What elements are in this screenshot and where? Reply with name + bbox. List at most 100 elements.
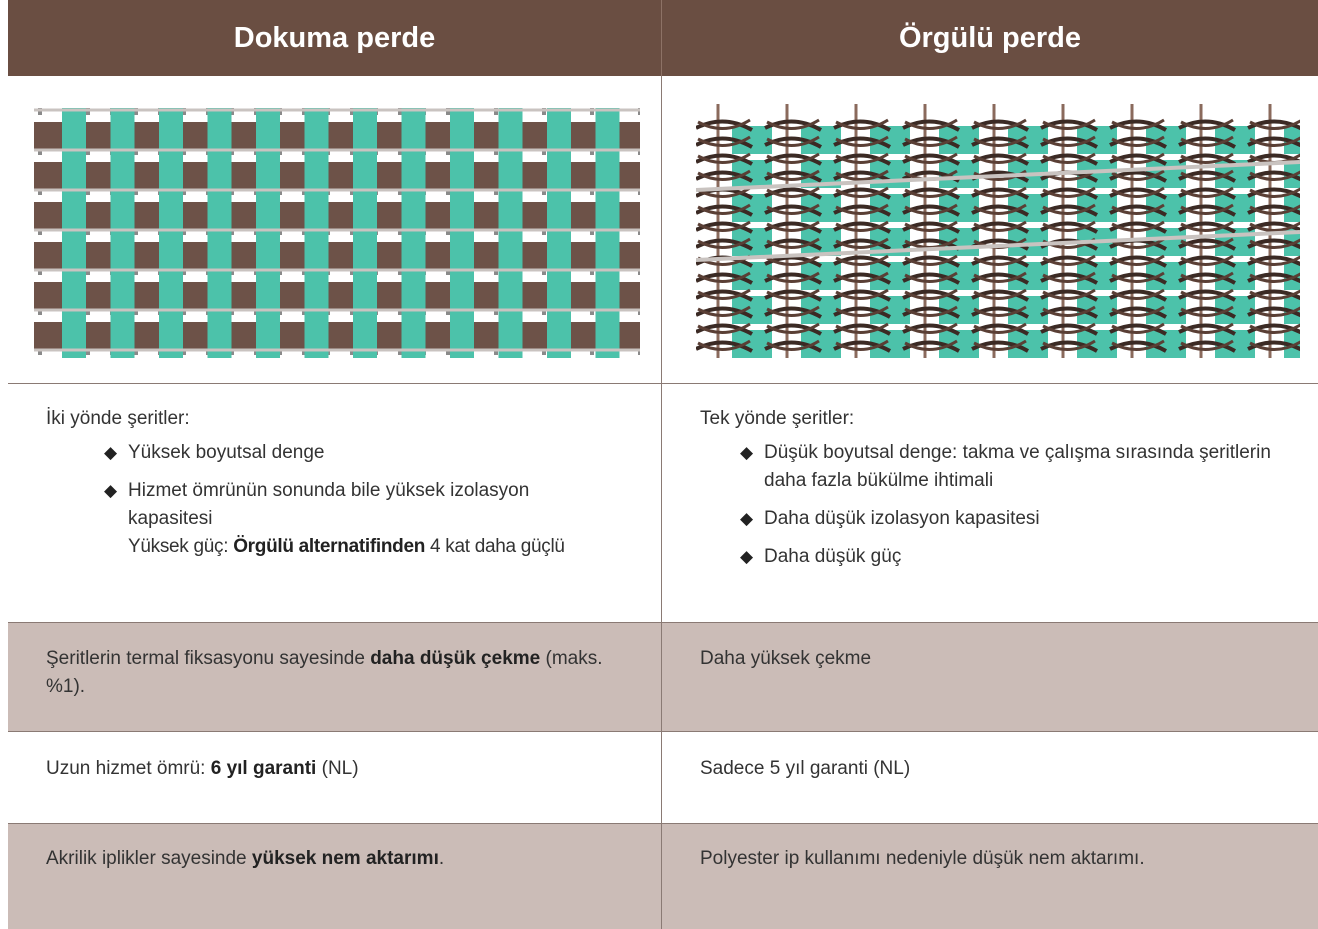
knit-loop [764, 204, 822, 217]
knit-loop [766, 118, 820, 130]
knit-loop [904, 135, 958, 147]
knit-loop [904, 254, 958, 266]
knit-loop [1249, 221, 1300, 232]
header-woven: Dokuma perde [8, 0, 662, 76]
knit-loop [902, 289, 960, 302]
knit-loop [1180, 118, 1234, 130]
woven-horizontal-strip [34, 322, 640, 350]
knit-loop [696, 272, 753, 285]
woven-bullet-text: Yüksek boyutsal denge [128, 442, 325, 463]
knitted-fabric-illustration [696, 100, 1300, 362]
knit-loop [904, 322, 958, 334]
knit-loop [904, 305, 958, 317]
knit-loop [971, 306, 1029, 319]
knit-loop [902, 119, 960, 132]
knit-loop [1040, 306, 1098, 319]
knit-loop [1180, 186, 1234, 198]
knit-loop [833, 272, 891, 285]
woven-vertical-strip [110, 108, 135, 358]
knit-loop [696, 221, 753, 234]
knit-loop [1247, 170, 1300, 182]
knit-loop [1178, 272, 1236, 285]
woven-properties: İki yönde şeritler: ◆Yüksek boyutsal den… [46, 405, 646, 571]
life-suffix: (NL) [316, 758, 359, 779]
knit-loop [833, 340, 891, 353]
knit-loop [1111, 152, 1165, 164]
knit-loop [1109, 119, 1167, 132]
knit-loop [1040, 204, 1098, 217]
moisture-right: Polyester ip kullanımı nedeniyle düşük n… [700, 848, 1145, 869]
knit-loop [833, 255, 891, 268]
knit-loop [766, 220, 820, 232]
knit-loop [764, 323, 822, 336]
knit-loop [904, 118, 958, 130]
knit-loop [766, 322, 820, 334]
knit-loop [833, 153, 891, 166]
knit-loop [697, 305, 751, 317]
knit-loop [1247, 272, 1300, 284]
knit-loop [904, 203, 958, 215]
knit-loop [833, 204, 891, 217]
woven-horizontal-strip [34, 122, 640, 150]
strength-prefix: Yüksek güç: [128, 536, 234, 557]
woven-fabric-svg [34, 108, 640, 358]
diamond-bullet-icon: ◆ [740, 547, 754, 566]
knit-loop [902, 340, 960, 353]
header-knitted-title: Örgülü perde [898, 21, 1082, 54]
knit-loop [766, 339, 820, 351]
knit-loop [904, 220, 958, 232]
knit-loop [835, 339, 889, 351]
knit-loop [1180, 220, 1234, 232]
woven-vertical-strip [547, 108, 571, 358]
woven-horizontal-strip [34, 282, 640, 310]
comparison-table: Dokuma perde Örgülü perde İki yönde şeri… [8, 0, 1318, 929]
knit-loop [1249, 272, 1300, 283]
knit-loop [1111, 220, 1165, 232]
woven-vertical-strip [159, 108, 183, 358]
knit-loop [1178, 187, 1236, 200]
knit-loop [696, 289, 753, 302]
knit-loop [835, 152, 889, 164]
knit-loop [1247, 238, 1300, 250]
woven-shrink-text: Şeritlerin termal fiksasyonu sayesinde d… [46, 645, 626, 701]
knit-loop [1109, 306, 1167, 319]
diamond-bullet-icon: ◆ [740, 509, 754, 528]
woven-vertical-strip [401, 108, 426, 358]
knit-loop [1180, 271, 1234, 283]
woven-vertical-strip [62, 108, 86, 358]
knit-loop [1180, 305, 1234, 317]
woven-fabric-illustration [34, 108, 640, 358]
knit-loop [904, 271, 958, 283]
knit-loop [1249, 289, 1300, 300]
knit-loop [1247, 323, 1300, 335]
knit-loop [696, 153, 753, 166]
knit-loop [902, 187, 960, 200]
knit-loop [1249, 340, 1300, 351]
knit-loop [971, 119, 1029, 132]
knit-loop [902, 255, 960, 268]
knit-loop [1111, 322, 1165, 334]
woven-life-text: Uzun hizmet ömrü: 6 yıl garanti (NL) [46, 755, 646, 783]
knit-loop [697, 271, 751, 283]
knit-loop [1180, 339, 1234, 351]
knit-loop [1180, 152, 1234, 164]
knit-loop [1178, 204, 1236, 217]
knit-loop [697, 152, 751, 164]
knit-loop [1042, 339, 1096, 351]
knit-loop [973, 305, 1027, 317]
knit-loop [1180, 322, 1234, 334]
knit-loop [833, 238, 891, 251]
woven-vertical-strip [353, 108, 377, 358]
row-divider [8, 622, 1318, 623]
knit-loop [971, 340, 1029, 353]
knit-loop [1249, 204, 1300, 215]
knit-loop [766, 135, 820, 147]
knit-loop [766, 186, 820, 198]
knit-loop [1247, 119, 1300, 131]
diamond-bullet-icon: ◆ [104, 443, 118, 462]
knit-loop [764, 272, 822, 285]
knit-loop [766, 169, 820, 181]
life-prefix: Uzun hizmet ömrü: [46, 758, 211, 779]
knit-loop [764, 119, 822, 132]
header-knitted: Örgülü perde [662, 0, 1318, 76]
